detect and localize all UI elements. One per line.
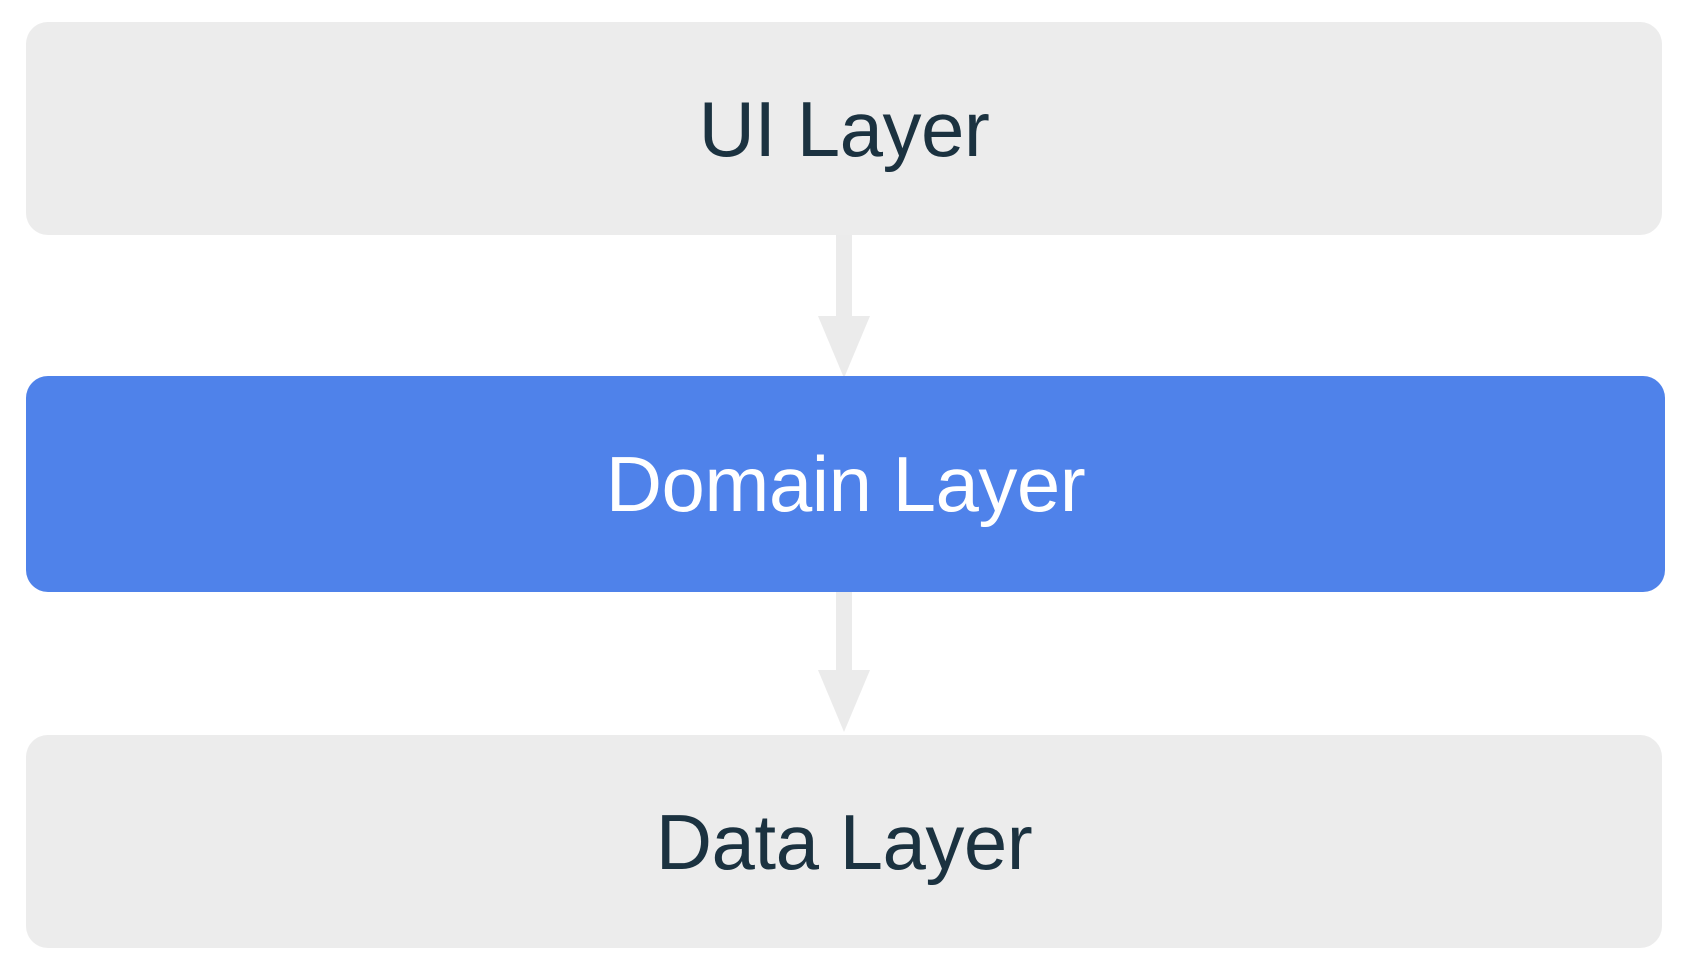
node-data-layer-label: Data Layer [655,797,1033,886]
node-data-layer[interactable]: Data Layer [26,735,1662,948]
node-ui-layer[interactable]: UI Layer [26,22,1662,235]
arrow-domain-to-data [818,591,870,732]
node-domain-layer[interactable]: Domain Layer [26,376,1665,592]
node-domain-layer-label: Domain Layer [605,440,1086,528]
node-ui-layer-label: UI Layer [698,84,990,173]
arrow-ui-to-domain [818,234,870,378]
